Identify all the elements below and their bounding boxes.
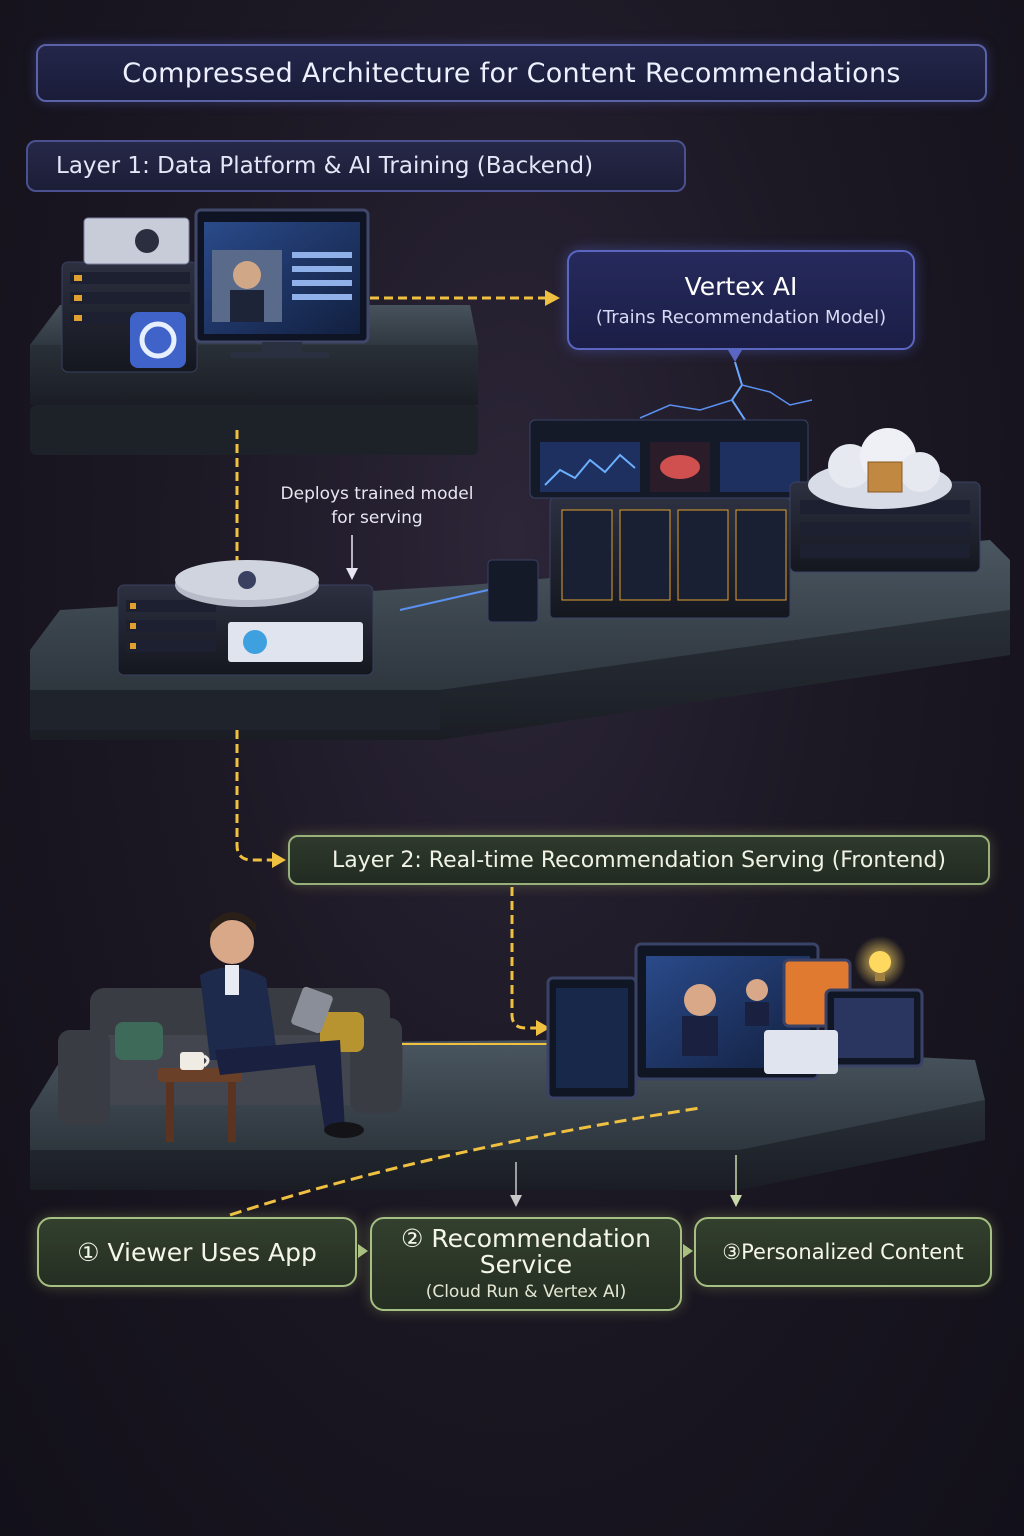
- step2-line-1: ② Recommendation: [400, 1224, 652, 1253]
- device-screens: [546, 942, 924, 1100]
- step-viewer-uses-app: ① Viewer Uses App: [37, 1217, 357, 1287]
- cloud-icon: [789, 428, 981, 573]
- server-icon: [61, 217, 198, 373]
- deploy-line-1: Deploys trained model: [280, 484, 474, 504]
- vertex-ai-title: Vertex AI: [684, 272, 798, 301]
- connector-to-steps: [229, 1106, 701, 1217]
- step2-line-3: (Cloud Run & Vertex AI): [425, 1282, 627, 1302]
- gear-icon: [117, 560, 374, 676]
- connector-layer1-down: [235, 430, 358, 580]
- lightbulb-icon: [854, 936, 906, 988]
- vertex-ai-box: Vertex AI (Trains Recommendation Model): [567, 250, 915, 350]
- step-personalized-content: ③Personalized Content: [694, 1217, 992, 1287]
- page-title: Compressed Architecture for Content Reco…: [36, 44, 987, 102]
- step-recommendation-service: ② Recommendation Service (Cloud Run & Ve…: [370, 1217, 682, 1311]
- step-arrows: [358, 1155, 742, 1258]
- layer1-label: Layer 1: Data Platform & AI Training (Ba…: [26, 140, 686, 192]
- step2-line-2: Service: [479, 1250, 573, 1279]
- vertex-ai-subtitle: (Trains Recommendation Model): [595, 307, 887, 328]
- server-rack: [399, 419, 809, 623]
- layer2-label: Layer 2: Real-time Recommendation Servin…: [288, 835, 990, 885]
- monitor-icon: [194, 208, 370, 358]
- tablet-icon: [291, 986, 333, 1034]
- person-icon: [200, 912, 364, 1138]
- deploy-annotation: Deploys trained model for serving: [262, 482, 492, 530]
- arrow-to-vertex: [370, 290, 560, 306]
- deploy-line-2: for serving: [331, 508, 423, 528]
- connector-to-layer2: [235, 730, 550, 1036]
